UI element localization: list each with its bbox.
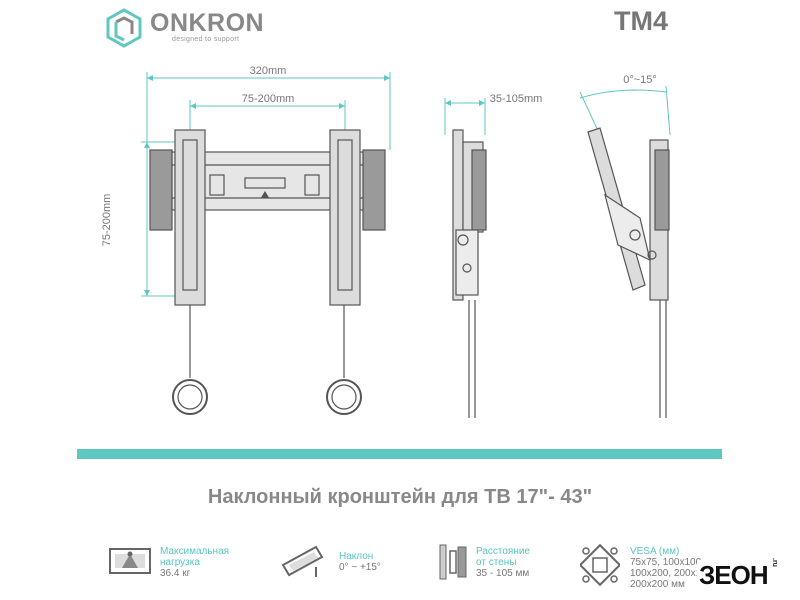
feature-tilt-title: Наклон [339, 551, 374, 562]
dim-tilt-label: 0°~15° [623, 74, 657, 86]
dim-width-label: 320mm [250, 65, 287, 77]
feature-load-title-1: Максимальная [160, 546, 230, 557]
feature-load-value: 36.4 кг [160, 568, 191, 579]
zeon-watermark-suffix: .ru [771, 558, 778, 567]
accent-divider [77, 449, 722, 459]
feature-vesa-value-2: 100x200, 200x100, [630, 568, 716, 579]
product-headline: Наклонный кронштейн для ТВ 17"- 43" [207, 486, 593, 508]
side-view [452, 129, 487, 418]
front-view [149, 129, 386, 415]
dim-vesa-h-label: 75-200mm [242, 93, 295, 105]
feature-distance-value: 35 - 105 мм [476, 568, 530, 579]
weight-icon [109, 548, 151, 574]
feature-load-title-2: нагрузка [160, 557, 200, 568]
feature-vesa-value-3: 200x200 мм [630, 579, 685, 590]
feature-tilt-value: 0° ~ +15° [339, 562, 381, 573]
feature-vesa: VESA (мм) 75x75, 100x100, 100x200, 200x1… [630, 546, 715, 590]
feature-vesa-value-1: 75x75, 100x100, [630, 557, 704, 568]
tilted-view [587, 127, 670, 418]
technical-drawing: 320mm 75-200mm 75-200mm 35-105mm 0°~15° [101, 65, 671, 418]
feature-tilt: Наклон 0° ~ +15° [339, 551, 381, 573]
brand-slogan: designed to support [172, 36, 240, 43]
model-name: TM4 [614, 6, 668, 36]
onkron-logo-icon [106, 8, 142, 48]
vesa-pattern-icon [580, 543, 620, 587]
wall-distance-icon [439, 544, 467, 580]
feature-distance-title-2: от стены [476, 557, 517, 568]
feature-distance: Расстояние от стены 35 - 105 мм [476, 546, 530, 579]
brand-name: ONKRON [150, 9, 265, 37]
feature-distance-title-1: Расстояние [476, 546, 531, 557]
feature-vesa-title: VESA (мм) [630, 546, 680, 557]
dim-vesa-v-label: 75-200mm [101, 194, 113, 247]
feature-load: Максимальная нагрузка 36.4 кг [160, 546, 229, 579]
zeon-watermark: ЗЕОН [697, 560, 770, 591]
dim-wall-distance-label: 35-105mm [490, 93, 543, 105]
tilt-icon [281, 545, 324, 577]
